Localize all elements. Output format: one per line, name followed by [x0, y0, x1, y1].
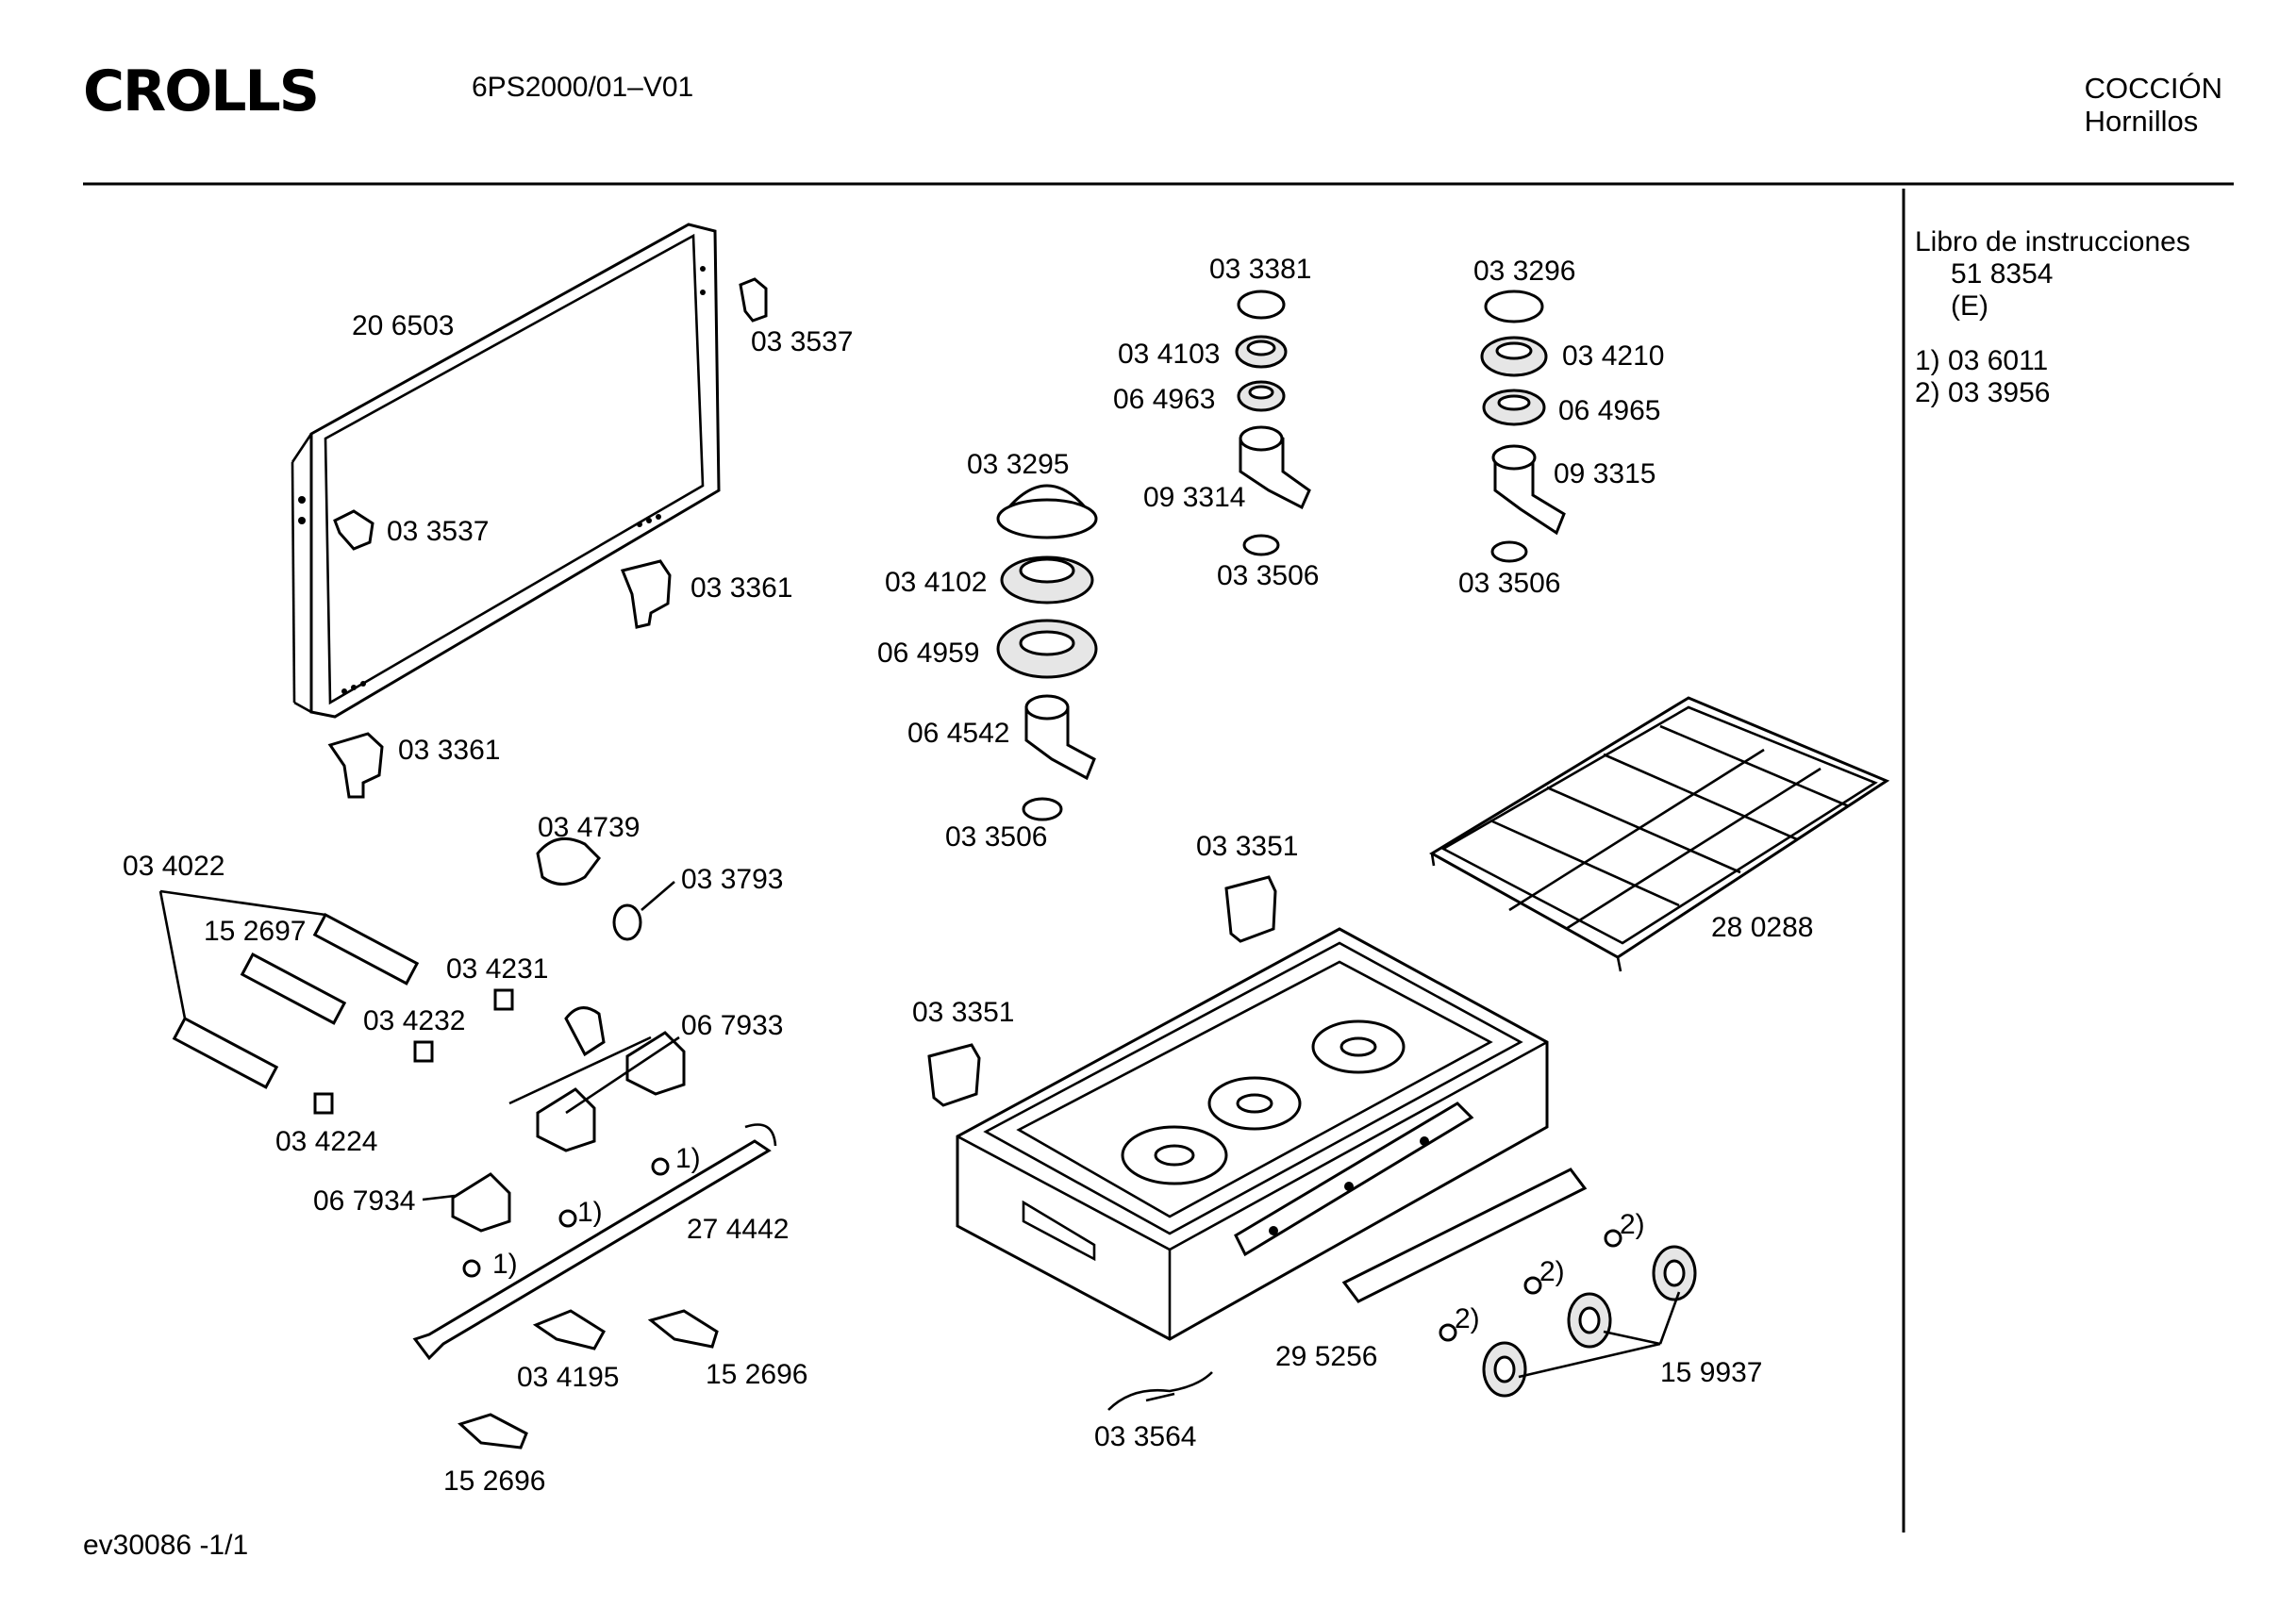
label-03-4231: 03 4231	[446, 953, 548, 985]
sidebar-info: Libro de instrucciones 51 8354 (E) 1) 03…	[1915, 226, 2190, 409]
label-03-3506-c: 03 3506	[945, 821, 1047, 853]
label-03-3361-a: 03 3361	[690, 572, 792, 604]
label-03-3381: 03 3381	[1209, 254, 1311, 285]
note-ref-1-b: 1)	[577, 1197, 603, 1228]
label-03-3564: 03 3564	[1094, 1421, 1196, 1452]
note-ref-1-c: 1)	[492, 1249, 518, 1280]
label-03-4739: 03 4739	[538, 812, 640, 843]
category-block: COCCIÓN Hornillos	[2085, 72, 2222, 138]
label-06-4963: 06 4963	[1113, 384, 1215, 415]
washer-033793	[612, 903, 642, 941]
cable-033564	[1107, 1371, 1213, 1411]
document-id: ev30086 -1/1	[83, 1530, 249, 1561]
label-03-3361-b: 03 3361	[398, 735, 500, 766]
label-15-2696-a: 15 2696	[706, 1359, 807, 1390]
label-28-0288: 28 0288	[1711, 912, 1813, 943]
label-03-3351-left: 03 3351	[912, 997, 1014, 1028]
note-ref-1-a: 1)	[675, 1143, 701, 1174]
label-29-5256: 29 5256	[1275, 1341, 1377, 1372]
front-strip-295256	[1341, 1168, 1588, 1303]
burner-stack-small	[1235, 290, 1311, 556]
label-03-3506-b: 03 3506	[1458, 568, 1560, 599]
label-06-4959: 06 4959	[877, 638, 979, 669]
manual-title: Libro de instrucciones	[1915, 226, 2190, 257]
label-20-6503: 20 6503	[352, 310, 454, 341]
label-06-7933: 06 7933	[681, 1010, 783, 1041]
bracket-033351-top	[1224, 875, 1277, 943]
label-15-2696-b: 15 2696	[443, 1466, 545, 1497]
clip-033537-left	[333, 509, 374, 551]
bracket-033361-a	[620, 559, 672, 629]
label-03-4232: 03 4232	[363, 1005, 465, 1036]
label-15-2697: 15 2697	[204, 916, 306, 947]
injector-set	[158, 889, 514, 1115]
burner-stack-large	[996, 484, 1098, 821]
pan-support-grate	[1429, 696, 1890, 972]
manual-language: (E)	[1951, 290, 1988, 322]
clip-152696-a	[647, 1309, 719, 1349]
label-03-3295: 03 3295	[967, 449, 1069, 480]
note-ref-2-b: 2)	[1539, 1256, 1565, 1287]
label-03-4210: 03 4210	[1562, 340, 1664, 372]
label-03-4022: 03 4022	[123, 851, 225, 882]
label-27-4442: 27 4442	[687, 1214, 789, 1245]
label-09-3315: 09 3315	[1554, 458, 1655, 489]
burner-stack-medium	[1480, 290, 1566, 563]
brand-logo: CROLLS	[83, 58, 320, 124]
label-06-4965: 06 4965	[1558, 395, 1660, 426]
category-subtitle: Hornillos	[2084, 105, 2199, 138]
hob-body	[956, 927, 1549, 1341]
clip-152696-b	[458, 1413, 528, 1450]
control-knobs	[1439, 1229, 1697, 1398]
label-15-9937: 15 9937	[1660, 1357, 1762, 1388]
model-number: 6PS2000/01–V01	[472, 72, 694, 103]
label-03-4224: 03 4224	[275, 1126, 377, 1157]
note-ref-2-a: 2)	[1620, 1209, 1645, 1240]
label-03-4195: 03 4195	[517, 1362, 619, 1393]
gas-rail-assembly	[412, 1006, 777, 1361]
label-03-3506-a: 03 3506	[1217, 560, 1319, 591]
label-09-3314: 09 3314	[1143, 482, 1245, 513]
label-03-3296: 03 3296	[1473, 256, 1575, 287]
note-2: 2) 03 3956	[1915, 377, 2051, 408]
manual-number: 51 8354	[1951, 258, 2054, 290]
note-ref-2-c: 2)	[1455, 1303, 1480, 1334]
note-1: 1) 03 6011	[1915, 345, 2049, 376]
label-03-3351-top: 03 3351	[1196, 831, 1298, 862]
label-06-7934: 06 7934	[313, 1185, 415, 1217]
clip-033537-top	[739, 277, 768, 323]
label-03-4103: 03 4103	[1118, 339, 1220, 370]
bracket-033361-b	[327, 732, 384, 799]
bracket-033351-left	[927, 1043, 981, 1107]
label-03-4102: 03 4102	[885, 567, 987, 598]
clip-034195	[532, 1309, 607, 1350]
category-title: COCCIÓN	[2084, 72, 2222, 105]
label-03-3537-top: 03 3537	[751, 326, 853, 357]
elbow-034739	[536, 837, 601, 886]
label-03-3793: 03 3793	[681, 864, 783, 895]
cover-lid-drawing	[291, 223, 721, 719]
label-03-3537-left: 03 3537	[387, 516, 489, 547]
label-06-4542: 06 4542	[907, 718, 1009, 749]
